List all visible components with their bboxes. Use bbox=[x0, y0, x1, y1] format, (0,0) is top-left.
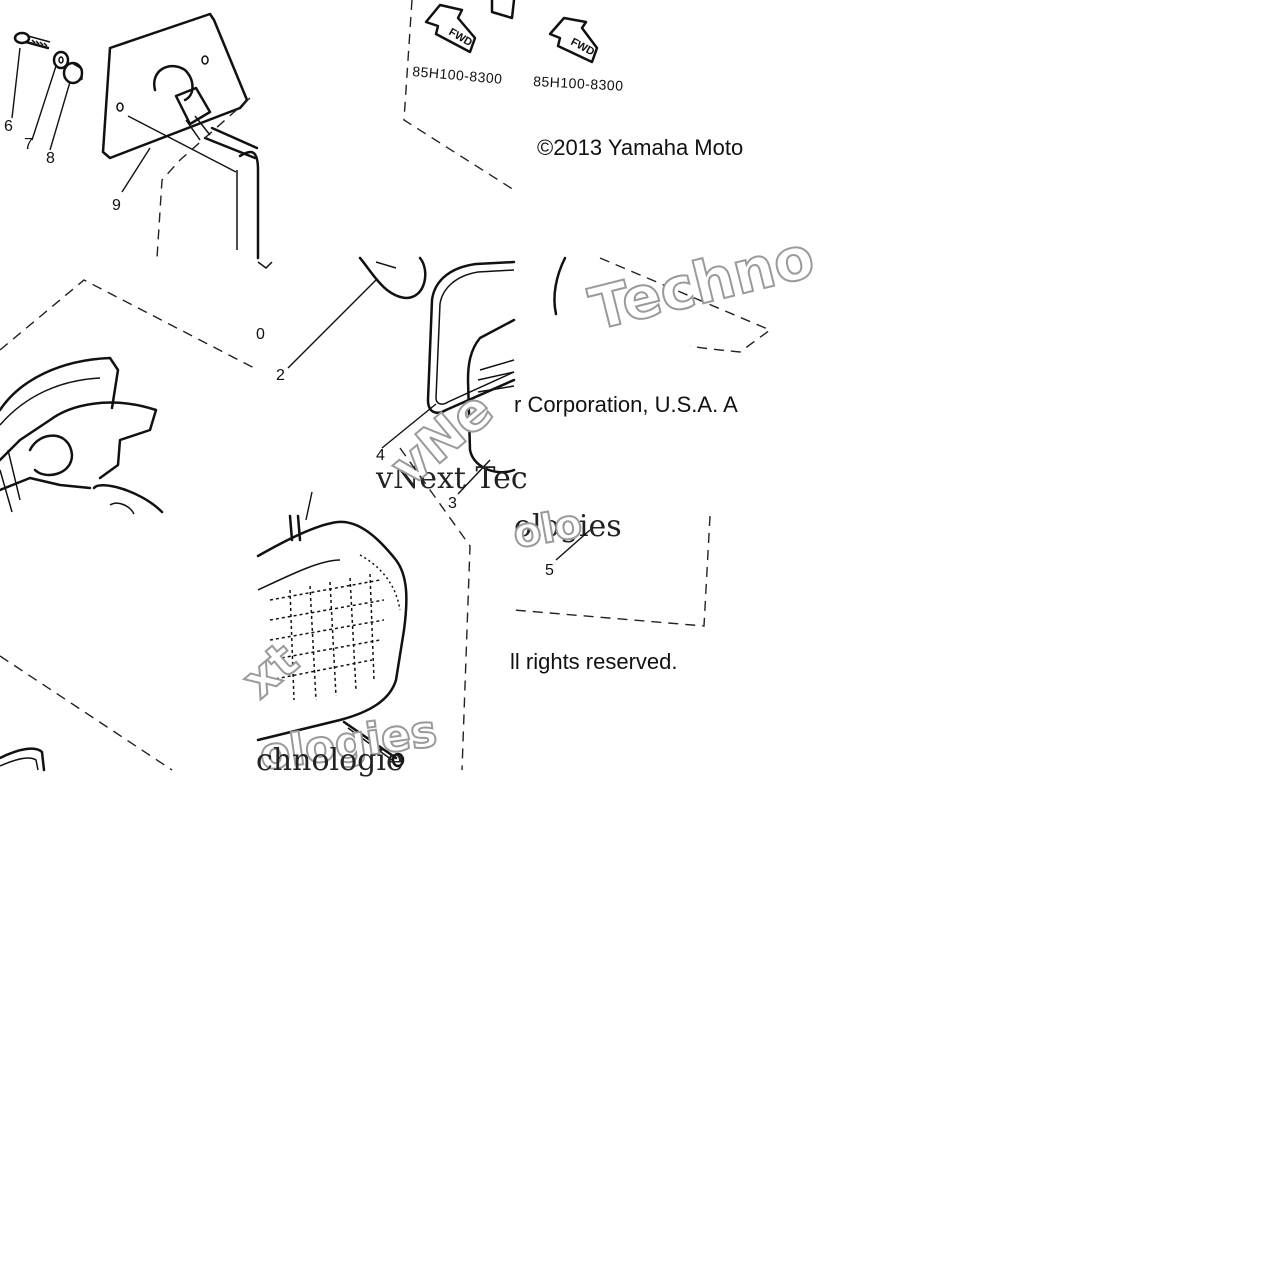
fwd-arrow-tile-left: FWD 85H100-8300 bbox=[403, 0, 516, 191]
washer-part-7 bbox=[52, 50, 70, 70]
callout-2: 2 bbox=[276, 367, 285, 384]
bulb-part-2 bbox=[257, 256, 427, 300]
callout-6: 6 bbox=[4, 118, 13, 135]
watermark-xt-outline: xt bbox=[232, 632, 309, 710]
watermark-techno: Techno bbox=[583, 222, 821, 343]
fwd-arrow-icon: FWD bbox=[548, 16, 599, 64]
gasket-part-4 bbox=[426, 260, 516, 414]
watermark-ologies: ologies bbox=[514, 509, 622, 544]
lamp-housing-tile: 0 bbox=[0, 279, 265, 515]
watermark-chnologie: chnologie bbox=[256, 743, 404, 778]
callout-9: 9 bbox=[112, 197, 121, 214]
bracket-plate-part-9 bbox=[101, 12, 259, 160]
part-5-tile: ologies olo 5 ll rights reserved. bbox=[509, 500, 711, 674]
part-code-right: 85H100-8300 bbox=[533, 73, 624, 94]
part-code-left: 85H100-8300 bbox=[412, 63, 503, 87]
lamp-edge-a bbox=[238, 150, 260, 260]
watermark-vnext: vNext Tec bbox=[375, 461, 528, 496]
lens-gasket-tile: 2 4 3 vNext Tec vNe bbox=[257, 256, 528, 512]
dashed-outline-e bbox=[513, 515, 711, 627]
lens-grid-pattern bbox=[269, 573, 385, 701]
lens-part-3 bbox=[466, 318, 516, 474]
callout-8: 8 bbox=[46, 150, 55, 167]
callout-0: 0 bbox=[256, 326, 265, 343]
bolt-part-6 bbox=[13, 31, 51, 50]
tail-lens-tile: xt ologies chnologie bbox=[231, 447, 471, 782]
copyright-line-3: ll rights reserved. bbox=[510, 649, 678, 674]
bracket-plate-tile: 6 7 8 9 bbox=[4, 12, 260, 260]
dashed-outline-c bbox=[0, 279, 259, 371]
screw-part bbox=[342, 720, 405, 768]
dashed-outline-a bbox=[156, 97, 251, 259]
nut-part-8 bbox=[62, 61, 84, 85]
callout-5: 5 bbox=[545, 562, 554, 579]
copyright-line-1: ©2013 Yamaha Moto bbox=[537, 135, 743, 160]
svg-text:FWD: FWD bbox=[569, 36, 597, 58]
fwd-arrow-tile-right: FWD 85H100-8300 ©2013 Yamaha Moto bbox=[533, 16, 743, 160]
callout-3: 3 bbox=[448, 495, 457, 512]
copyright-line-2: r Corporation, U.S.A. A bbox=[514, 392, 738, 417]
dashed-outline-d bbox=[399, 447, 471, 771]
fwd-arrow-icon: FWD bbox=[424, 3, 477, 54]
callout-4: 4 bbox=[376, 447, 385, 464]
dashed-outline-b bbox=[403, 0, 515, 191]
lower-left-tile bbox=[0, 655, 173, 772]
callout-7: 7 bbox=[24, 136, 33, 153]
copyright-tile: Techno r Corporation, U.S.A. A bbox=[514, 221, 822, 417]
